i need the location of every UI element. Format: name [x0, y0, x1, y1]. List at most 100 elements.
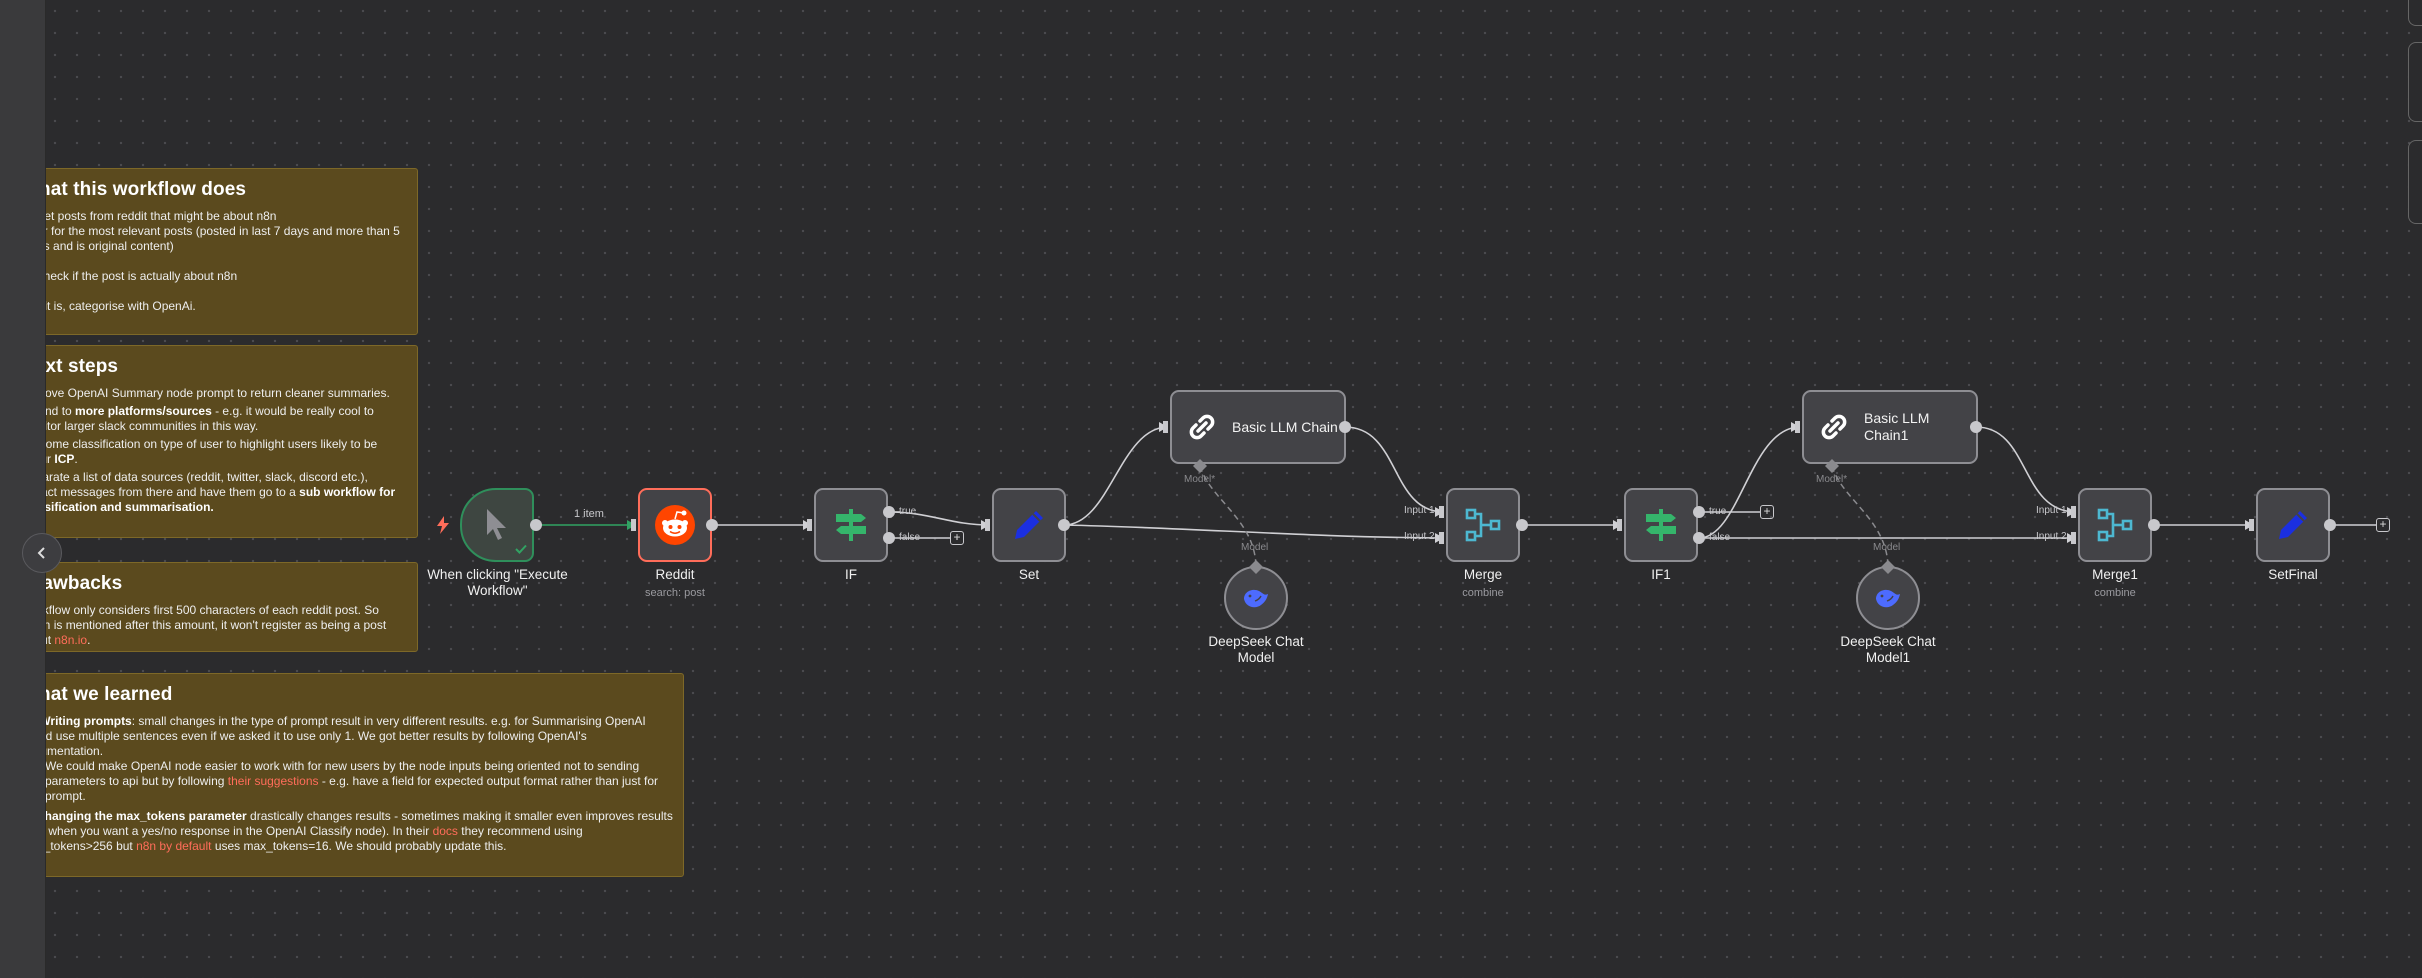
sticky-text: (e.g. when you want a yes/no response in… — [30, 824, 583, 838]
sticky-text: Filter for the most relevant posts (post… — [30, 224, 400, 238]
sticky-text: 3) if it is, categorise with OpenAi. — [30, 299, 196, 313]
model-port-label: Model* — [1184, 474, 1216, 485]
suggestions-link[interactable]: their suggestions — [227, 774, 319, 788]
sticky-text: monitor larger slack communities in this… — [30, 419, 259, 433]
node-label: Merge — [1463, 567, 1503, 582]
node-label: Merge1 — [2092, 567, 2138, 582]
signpost-icon — [1646, 509, 1676, 541]
input-1-label: Input 1 — [1404, 505, 1435, 516]
input-1-label: Input 1 — [2036, 505, 2067, 516]
link-chain-icon — [1821, 414, 1847, 440]
sticky-note-next-steps[interactable]: Next steps Improve OpenAI Summary node p… — [30, 345, 418, 538]
edge-model2 — [1831, 465, 1889, 569]
pencil-icon — [1015, 511, 1043, 539]
whale-icon — [1876, 589, 1900, 608]
edge-if2-llm2 — [1698, 426, 1801, 539]
node-basic-llm-chain[interactable]: Basic LLM Chain — [1170, 390, 1346, 464]
lightning-icon — [437, 516, 449, 534]
node-label: SetFinal — [2268, 567, 2318, 582]
sticky-title: Next steps — [30, 356, 119, 377]
node-label: Set — [1018, 567, 1040, 582]
sticky-title: What this workflow does — [30, 179, 247, 200]
model-port-label: Model* — [1816, 474, 1848, 485]
node-subtitle: combine — [2094, 587, 2136, 599]
link-chain-icon — [1189, 414, 1215, 440]
sticky-text: Separate a list of data sources (reddit,… — [30, 470, 368, 484]
node-manual-trigger[interactable] — [460, 488, 534, 562]
node-label: IF — [845, 567, 857, 582]
collapse-sidebar-button[interactable] — [22, 533, 62, 573]
pencil-icon — [2279, 511, 2307, 539]
sticky-text: Workflow only considers first 500 charac… — [30, 603, 379, 617]
node-deepseek-chat-model1[interactable] — [1856, 566, 1920, 630]
list-item: We could make OpenAI node easier to work… — [45, 759, 673, 804]
node-label: When clicking "Execute Workflow" — [427, 567, 568, 598]
n8n-link[interactable]: n8n.io — [54, 633, 88, 647]
items-count-label: 1 item — [574, 508, 604, 520]
edge-llm2-merge2-input1 — [1975, 426, 2077, 513]
node-label: Reddit — [655, 567, 695, 582]
node-reddit[interactable] — [638, 488, 712, 562]
sticky-text: documentation. — [31, 744, 104, 758]
node-label: Basic LLM Chain — [1232, 418, 1338, 435]
left-sidebar — [0, 0, 46, 978]
true-output-label: true — [1709, 506, 1727, 517]
merge-icon — [2097, 508, 2133, 542]
model-port-label: Model — [1241, 542, 1269, 553]
checkmark-icon — [515, 544, 527, 554]
docs-link[interactable]: docs — [432, 824, 458, 838]
sticky-text: about n8n.io. — [31, 633, 91, 647]
edge-set-llm1 — [1063, 426, 1169, 526]
node-subtitle: search: post — [645, 587, 705, 599]
add-node-button[interactable]: + — [1760, 505, 1774, 519]
sticky-text: 2) Check if the post is actually about n… — [30, 269, 238, 283]
sticky-note-drawbacks[interactable]: Drawbacks Workflow only considers first … — [30, 562, 418, 652]
sticky-text: ✍️ Writing prompts: small changes in the… — [31, 714, 673, 729]
edge-if-set — [888, 511, 991, 526]
sticky-title: Drawbacks — [30, 573, 123, 594]
cursor-pointer-icon — [487, 509, 506, 540]
sticky-note-what-it-does[interactable]: What this workflow does 1) Get posts fro… — [30, 168, 418, 335]
node-setfinal[interactable] — [2256, 488, 2330, 562]
node-label: Basic LLM Chain1 — [1864, 410, 1930, 443]
sticky-text: Extend to more platforms/sources - e.g. … — [31, 404, 374, 418]
node-set[interactable] — [992, 488, 1066, 562]
sticky-text: max_tokens>256 but n8n by default uses m… — [30, 839, 507, 853]
node-deepseek-chat-model[interactable] — [1224, 566, 1288, 630]
sub-list: We could make OpenAI node easier to work… — [31, 759, 673, 804]
node-label: DeepSeek Chat Model1 — [1840, 634, 1936, 665]
sticky-text: 1) Get posts from reddit that might be a… — [30, 209, 277, 223]
edge-llm1-merge-input1 — [1344, 426, 1445, 513]
reddit-icon — [655, 505, 695, 545]
sticky-text: extract messages from there and have the… — [30, 485, 396, 499]
chevron-left-icon — [37, 547, 45, 559]
sticky-note-what-we-learned[interactable]: What we learned ✍️ Writing prompts: smal… — [30, 673, 684, 877]
right-panel-tab[interactable] — [2408, 140, 2422, 224]
right-panel-tab[interactable] — [2408, 0, 2422, 26]
node-merge1[interactable] — [2078, 488, 2152, 562]
model-port-label: Model — [1873, 542, 1901, 553]
input-2-label: Input 2 — [2036, 531, 2067, 542]
node-label: DeepSeek Chat Model — [1208, 634, 1304, 665]
node-label: IF1 — [1651, 567, 1671, 582]
node-if1[interactable] — [1624, 488, 1698, 562]
whale-icon — [1244, 589, 1268, 608]
n8n-default-link[interactable]: n8n by default — [136, 839, 212, 853]
right-panel-tab[interactable] — [2408, 42, 2422, 122]
sticky-text: classification and summarisation. — [30, 500, 214, 514]
node-if[interactable] — [814, 488, 888, 562]
sticky-text: if n8n is mentioned after this amount, i… — [30, 618, 387, 632]
sticky-text: in our ICP. — [31, 452, 78, 466]
node-merge[interactable] — [1446, 488, 1520, 562]
input-2-label: Input 2 — [1404, 531, 1435, 542]
sticky-text: Do some classification on type of user t… — [30, 437, 378, 451]
edge-set-merge-input2 — [1063, 524, 1445, 539]
node-basic-llm-chain1[interactable]: Basic LLM Chain1 — [1802, 390, 1978, 464]
add-node-button[interactable]: + — [950, 531, 964, 545]
sticky-text: ↕️Changing the max_tokens parameter dras… — [31, 809, 673, 824]
add-node-button[interactable]: + — [2376, 518, 2390, 532]
edge-model1 — [1199, 465, 1257, 569]
false-output-label: false — [899, 532, 921, 543]
